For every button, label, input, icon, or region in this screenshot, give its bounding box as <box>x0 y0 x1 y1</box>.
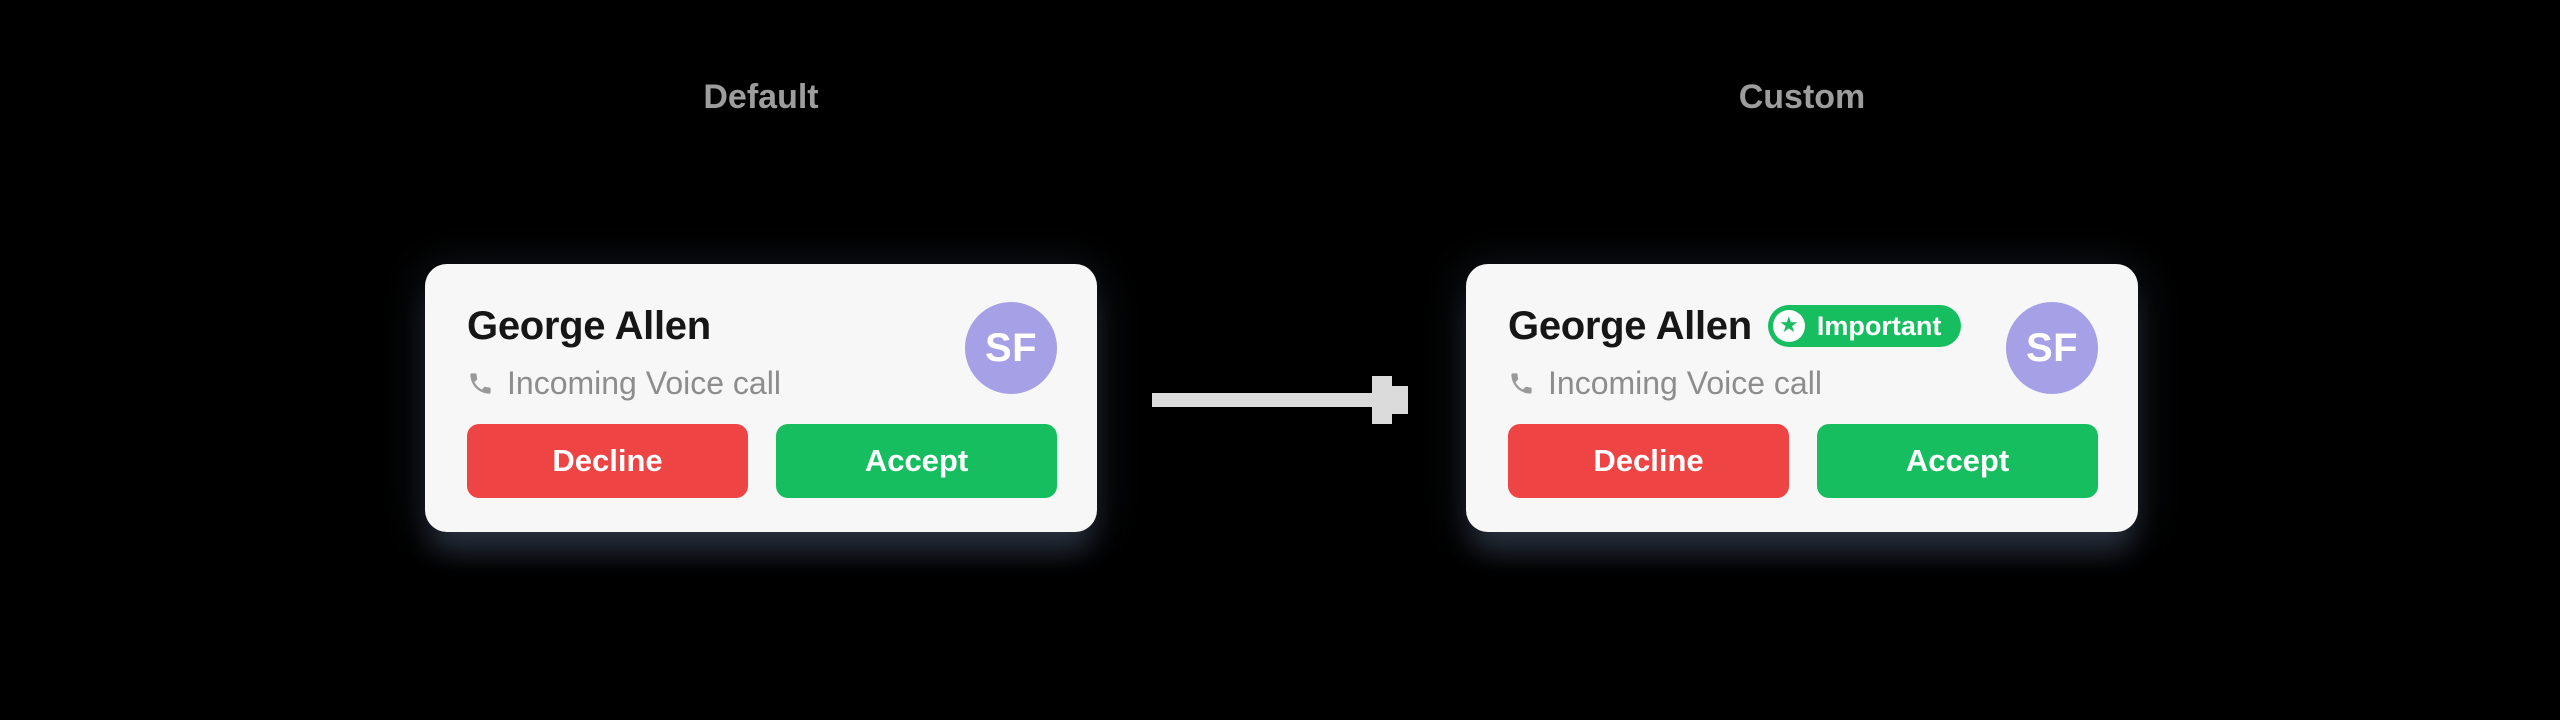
call-type-label: Incoming Voice call <box>1548 364 1822 401</box>
important-badge-label: Important <box>1816 310 1942 341</box>
star-icon: ★ <box>1772 310 1805 342</box>
call-notification-card-default: George Allen Incoming Voice call SF <box>425 264 1097 532</box>
star-glyph: ★ <box>1779 312 1799 337</box>
arrow-head <box>1372 376 1392 424</box>
arrow-tip <box>1392 386 1408 414</box>
caller-name: George Allen <box>1508 303 1752 348</box>
call-type-row: Incoming Voice call <box>467 364 965 402</box>
card-header: George Allen Incoming Voice call SF <box>467 302 1057 402</box>
call-type-label: Incoming Voice call <box>507 364 781 401</box>
arrow-right-icon <box>1152 375 1408 425</box>
decline-button[interactable]: Decline <box>467 424 748 498</box>
caller-info: George Allen ★ Important <box>1508 302 2006 402</box>
important-badge: ★ Important <box>1767 305 1962 347</box>
panel-default-label: Default <box>703 78 819 116</box>
title-row: George Allen ★ Important <box>1508 302 2006 350</box>
call-actions: Decline Accept <box>467 424 1057 498</box>
panel-custom-label: Custom <box>1738 78 1866 116</box>
avatar: SF <box>2006 302 2098 394</box>
arrow-shaft <box>1152 393 1376 407</box>
phone-icon <box>467 370 494 397</box>
call-type-row: Incoming Voice call <box>1508 364 2006 402</box>
panel-default: Default George Allen Incoming Voice call <box>425 76 1097 532</box>
avatar: SF <box>965 302 1057 394</box>
title-row: George Allen <box>467 302 965 350</box>
avatar-initials: SF <box>984 325 1038 370</box>
panel-custom: Custom George Allen ★ Important <box>1466 76 2138 532</box>
card-header: George Allen ★ Important <box>1508 302 2098 402</box>
decline-button[interactable]: Decline <box>1508 424 1789 498</box>
accept-button[interactable]: Accept <box>1817 424 2098 498</box>
call-actions: Decline Accept <box>1508 424 2098 498</box>
caller-name: George Allen <box>467 303 711 348</box>
caller-info: George Allen Incoming Voice call <box>467 302 965 402</box>
call-notification-card-custom: George Allen ★ Important <box>1466 264 2138 532</box>
phone-icon <box>1508 370 1535 397</box>
avatar-initials: SF <box>2025 325 2079 370</box>
accept-button[interactable]: Accept <box>776 424 1057 498</box>
